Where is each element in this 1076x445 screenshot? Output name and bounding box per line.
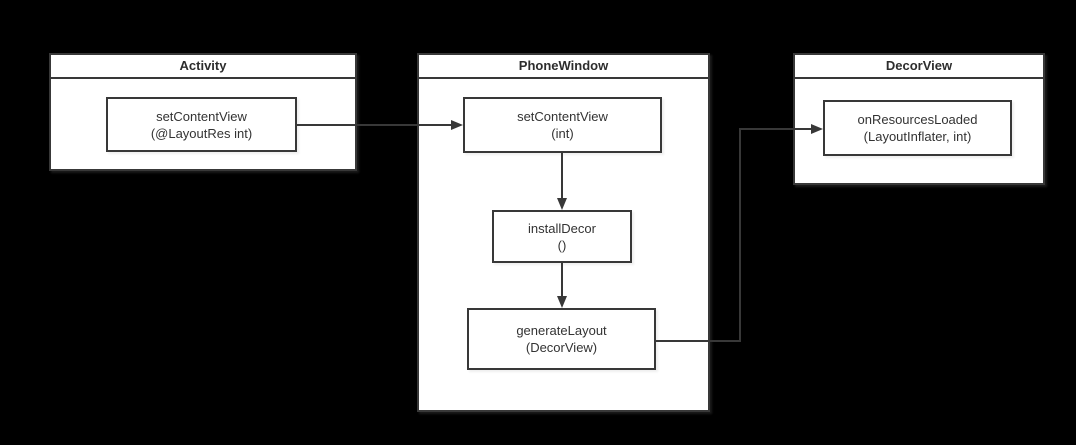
node-activity-setcontentview: setContentView (@LayoutRes int) <box>106 97 297 152</box>
node-phonewindow-setcontentview: setContentView (int) <box>463 97 662 153</box>
arrowhead-right-icon <box>451 120 463 130</box>
method-name: generateLayout <box>516 323 607 338</box>
arrowhead-down-icon <box>557 296 567 308</box>
method-params: (LayoutInflater, int) <box>863 129 972 144</box>
node-phonewindow-installdecor: installDecor () <box>492 210 632 263</box>
class-title-activity: Activity <box>51 55 355 79</box>
method-params: (int) <box>551 126 574 141</box>
method-params: (@LayoutRes int) <box>150 125 253 141</box>
class-title-phonewindow: PhoneWindow <box>419 55 708 79</box>
arrowhead-down-icon <box>557 198 567 210</box>
method-params: () <box>557 237 567 253</box>
arrowhead-right-icon <box>811 124 823 134</box>
method-name: onResourcesLoaded <box>857 112 978 127</box>
node-phonewindow-generatelayout: generateLayout (DecorView) <box>467 308 656 370</box>
method-name: setContentView <box>517 109 608 124</box>
connector-installdecor-to-generatelayout <box>561 263 563 297</box>
method-name: setContentView <box>156 108 247 124</box>
connector-setcontentview-to-installdecor <box>561 153 563 199</box>
node-decorview-onresourcesloaded: onResourcesLoaded (LayoutInflater, int) <box>823 100 1012 156</box>
method-name: installDecor <box>528 220 596 236</box>
connector-generatelayout-to-onresourcesloaded-segment-bottom <box>656 340 741 342</box>
connector-generatelayout-to-onresourcesloaded-segment-vertical <box>739 128 741 342</box>
method-params: (DecorView) <box>525 340 598 355</box>
connector-setcontentview-to-setcontentview <box>297 124 452 126</box>
class-title-decorview: DecorView <box>795 55 1043 79</box>
connector-generatelayout-to-onresourcesloaded-segment-top <box>741 128 813 130</box>
